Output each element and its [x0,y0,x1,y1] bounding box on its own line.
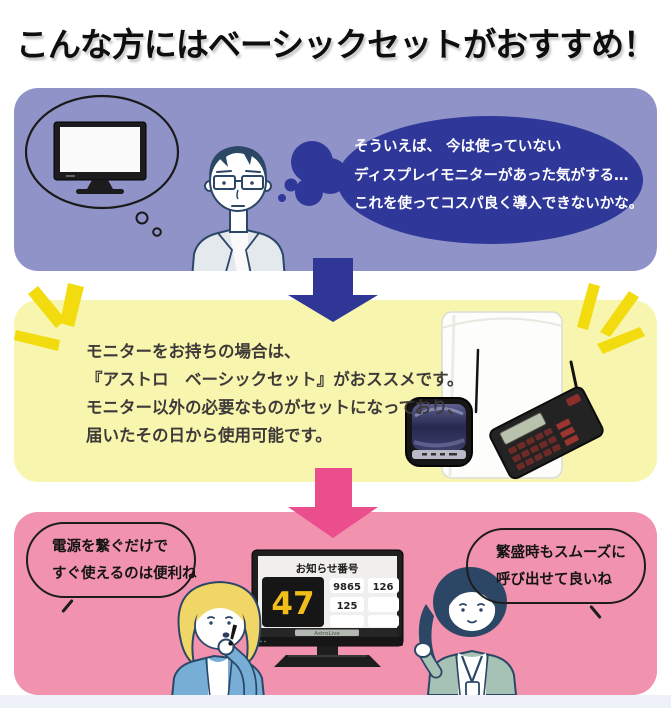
right-woman-illustration [414,567,518,695]
product-set-illustration [405,311,604,480]
current-number-box [262,577,324,627]
recommend-line-4: 届いたその日から使用可能です。 [86,426,332,445]
recommend-text: モニターをお持ちの場合は、 『アストロ ベーシックセット』がおススメです。 モニ… [86,338,464,450]
down-arrow-indigo-icon [288,258,378,322]
right-speech-bubble: 繁盛時もスムーズに 呼び出せて良いね [466,528,646,604]
left-speech-bubble: 電源を繋ぐだけで すぐ使えるのは便利ね [26,522,197,598]
monitor-stand-base [274,655,381,667]
sparkle-icons [14,283,645,354]
cell-number-3: 125 [337,601,358,612]
speech-line-3: これを使ってコスパ良く導入できないかな。 [354,196,644,212]
notification-display-illustration: お知らせ番号 47 9865 126 125 AstroLive [251,549,404,667]
speech-line-1: そういえば、 今は使っていない [354,139,562,155]
lanyard [460,655,484,683]
monitor-icon [53,121,147,194]
display-brand: AstroLive [314,631,340,637]
right-bubble-line-1: 繁盛時もスムーズに [496,545,626,561]
recommend-line-2: 『アストロ ベーシックセット』がおススメです。 [86,370,464,389]
result-illustration: お知らせ番号 47 9865 126 125 AstroLive [171,549,518,695]
thinking-man-illustration [191,146,286,271]
page-title: こんな方にはベーシックセットがおすすめ！ [15,25,656,64]
recommend-line-1: モニターをお持ちの場合は、 [86,342,301,361]
thought-speech-text: そういえば、 今は使っていない ディスプレイモニターがあった気がする… これを使… [354,133,643,219]
recommend-line-3: モニター以外の必要なものがセットになっており、 [86,398,464,417]
badge [465,681,480,695]
speech-line-2: ディスプレイモニターがあった気がする… [354,167,629,184]
right-bubble-line-2: 呼び出せて良いね [496,572,612,588]
thought-connector [278,141,348,206]
cell-number-2: 126 [373,582,394,593]
thinking-section: そういえば、 今は使っていない ディスプレイモニターがあった気がする… これを使… [14,88,657,271]
monitor-stand-neck [317,646,338,655]
thought-bubble-icon [24,94,180,237]
display-header: お知らせ番号 [296,562,359,575]
number-cells [330,578,399,627]
left-bubble-line-1: 電源を繋ぐだけで [52,539,168,555]
footer-strip [0,695,671,708]
receiver-antenna-icon [474,348,480,414]
result-section: お知らせ番号 47 9865 126 125 AstroLive [14,512,657,695]
speech-ellipse [337,116,643,244]
recommend-section: モニターをお持ちの場合は、 『アストロ ベーシックセット』がおススメです。 モニ… [14,300,657,482]
down-arrow-pink-icon [288,468,378,538]
left-bubble-line-2: すぐ使えるのは便利ね [52,566,197,582]
pager-icon [405,397,473,467]
left-woman-illustration [171,580,265,695]
keypad-transmitter-icon [489,360,604,480]
cell-number-1: 9865 [333,582,361,593]
current-number: 47 [271,586,314,622]
thinking-illustration [24,94,643,271]
